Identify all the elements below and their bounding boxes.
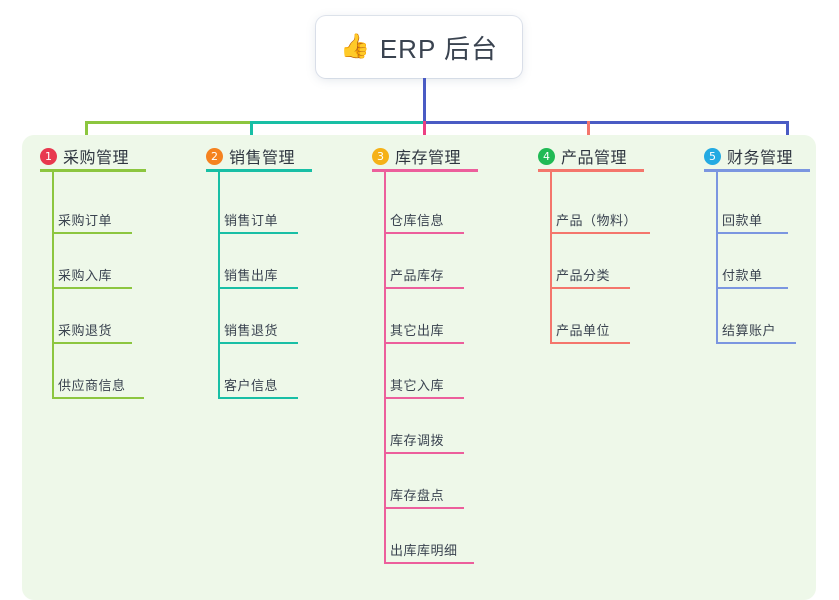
leaf-item-label: 采购退货 [58, 323, 113, 338]
branch-number-badge: 2 [206, 147, 223, 165]
leaf-item-rule [716, 232, 788, 234]
leaf-item-label: 产品库存 [390, 268, 445, 283]
bus-green-connector [85, 121, 251, 124]
root-node-card[interactable]: 👍 ERP 后台 [316, 16, 522, 78]
branch-title: 产品管理 [561, 150, 628, 167]
bus-blue-connector [423, 121, 786, 124]
leaf-item-label: 其它出库 [390, 323, 445, 338]
leaf-item-rule [384, 287, 464, 289]
leaf-item-label: 销售退货 [224, 323, 279, 338]
leaf-item-label: 出库库明细 [390, 543, 458, 558]
leaf-item-rule [52, 287, 132, 289]
leaf-item-label: 产品分类 [556, 268, 611, 283]
branch-spine [52, 171, 54, 399]
leaf-item-rule [384, 397, 464, 399]
branch-panel [22, 135, 816, 600]
branch-number-badge: 3 [372, 147, 389, 165]
leaf-item-rule [218, 342, 298, 344]
branch-header-rule [40, 169, 146, 172]
leaf-item-rule [716, 287, 788, 289]
leaf-item-rule [218, 397, 298, 399]
leaf-item-label: 结算账户 [722, 323, 777, 338]
branch-header-销售管理[interactable]: 2 销售管理 [206, 144, 295, 168]
thumbs-up-icon: 👍 [339, 33, 370, 60]
leaf-item-rule [550, 342, 630, 344]
leaf-item-rule [384, 507, 464, 509]
branch-title: 库存管理 [395, 150, 462, 167]
leaf-item-label: 其它入库 [390, 378, 445, 393]
root-node-title: ERP 后台 [379, 33, 499, 64]
leaf-item-label: 仓库信息 [390, 213, 445, 228]
leaf-item-label: 销售出库 [224, 268, 279, 283]
branch-header-采购管理[interactable]: 1 采购管理 [40, 144, 129, 168]
branch-title: 财务管理 [727, 150, 794, 167]
leaf-item-label: 采购入库 [58, 268, 113, 283]
leaf-item-label: 付款单 [722, 268, 763, 283]
leaf-item-label: 供应商信息 [58, 378, 126, 393]
branch-spine [384, 171, 386, 564]
leaf-item-rule [52, 342, 132, 344]
branch-number-badge: 4 [538, 147, 555, 165]
leaf-item-rule [384, 342, 464, 344]
branch-title: 采购管理 [63, 150, 130, 167]
branch-spine [716, 171, 718, 344]
leaf-item-label: 采购订单 [58, 213, 113, 228]
leaf-item-label: 产品（物料） [556, 213, 638, 228]
branch-header-产品管理[interactable]: 4 产品管理 [538, 144, 627, 168]
leaf-item-label: 库存盘点 [390, 488, 445, 503]
leaf-item-label: 客户信息 [224, 378, 279, 393]
leaf-item-rule [716, 342, 796, 344]
leaf-item-rule [218, 287, 298, 289]
bus-teal-connector [250, 121, 424, 124]
leaf-item-rule [550, 232, 650, 234]
leaf-item-rule [218, 232, 298, 234]
branch-header-rule [206, 169, 312, 172]
leaf-item-rule [384, 562, 474, 564]
branch-spine [218, 171, 220, 399]
leaf-item-rule [52, 397, 144, 399]
branch-spine [550, 171, 552, 344]
leaf-item-label: 库存调拨 [390, 433, 445, 448]
root-stem-connector [423, 78, 426, 124]
leaf-item-label: 销售订单 [224, 213, 279, 228]
leaf-item-rule [384, 232, 464, 234]
branch-header-rule [538, 169, 644, 172]
branch-header-库存管理[interactable]: 3 库存管理 [372, 144, 461, 168]
leaf-item-label: 产品单位 [556, 323, 611, 338]
leaf-item-label: 回款单 [722, 213, 763, 228]
leaf-item-rule [550, 287, 630, 289]
branch-number-badge: 1 [40, 147, 57, 165]
branch-header-财务管理[interactable]: 5 财务管理 [704, 144, 793, 168]
branch-title: 销售管理 [229, 150, 296, 167]
branch-header-rule [372, 169, 478, 172]
branch-header-rule [704, 169, 810, 172]
leaf-item-rule [52, 232, 132, 234]
branch-number-badge: 5 [704, 147, 721, 165]
leaf-item-rule [384, 452, 464, 454]
